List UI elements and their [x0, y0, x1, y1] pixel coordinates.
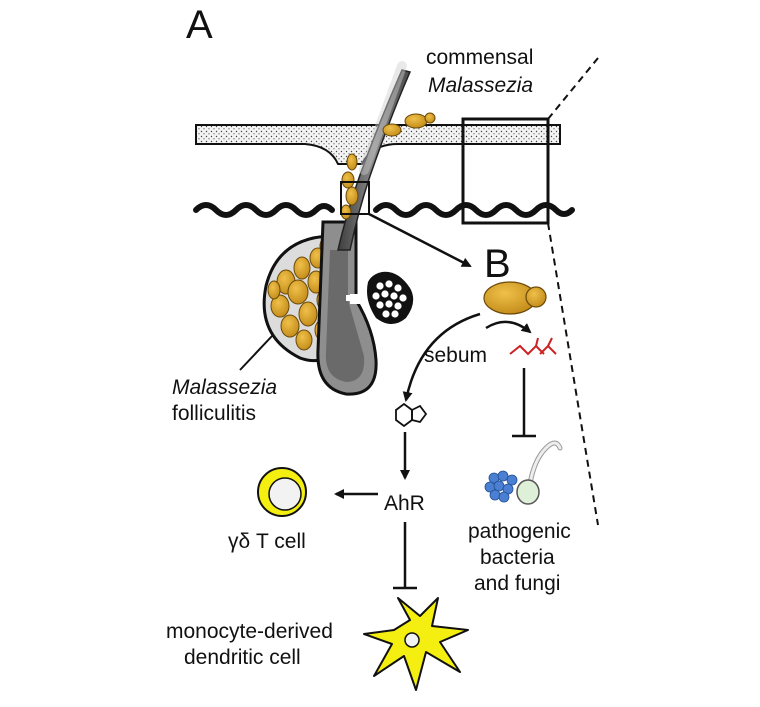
lipid-molecule-icon [509, 337, 557, 356]
panel-b-label: B [484, 242, 511, 286]
ahr-label: AhR [384, 492, 425, 515]
folliculitis-pointer [239, 335, 273, 371]
folliculitis-species-label: Malassezia [172, 376, 277, 399]
hair-zoom-box [340, 181, 370, 215]
dendritic-cell-nucleus [404, 632, 420, 648]
commensal-label: commensal [426, 46, 533, 69]
basement-membrane-line [193, 202, 575, 218]
folliculitis-label: folliculitis [172, 402, 256, 425]
zoom-dashed-line-top [547, 57, 599, 120]
dendritic-cell-label: monocyte-derived [166, 620, 333, 643]
zoom-dashed-line-bottom [547, 222, 599, 526]
indole-molecule-icon [395, 402, 428, 428]
commensal-species-label: Malassezia [428, 74, 533, 97]
zoom-arrow [368, 212, 472, 268]
bacteria-cluster-icon [484, 470, 518, 503]
pathogenic-label: pathogenic [468, 520, 571, 543]
pathogenic-label-2: bacteria [480, 546, 555, 569]
yeast-to-lipid-arrow [485, 320, 532, 334]
surface-zoom-box [461, 117, 550, 225]
pathogenic-label-3: and fungi [474, 572, 560, 595]
gd-t-cell-icon [257, 467, 307, 517]
hair-follicle [316, 220, 378, 396]
sebum-to-indole-arrow [402, 312, 481, 402]
sebaceous-gland [262, 234, 338, 363]
dendritic-cell-label-2: dendritic cell [184, 646, 301, 669]
panel-a-label: A [186, 3, 213, 47]
malassezia-yeast-icon [483, 281, 547, 315]
commensal-malassezia-cells [382, 112, 436, 137]
hexagon-cluster [346, 271, 414, 324]
sebum-label: sebum [424, 344, 487, 367]
fungus-icon [516, 440, 563, 505]
gd-t-cell-label: γδ T cell [228, 530, 306, 553]
hair-glow [359, 61, 407, 175]
